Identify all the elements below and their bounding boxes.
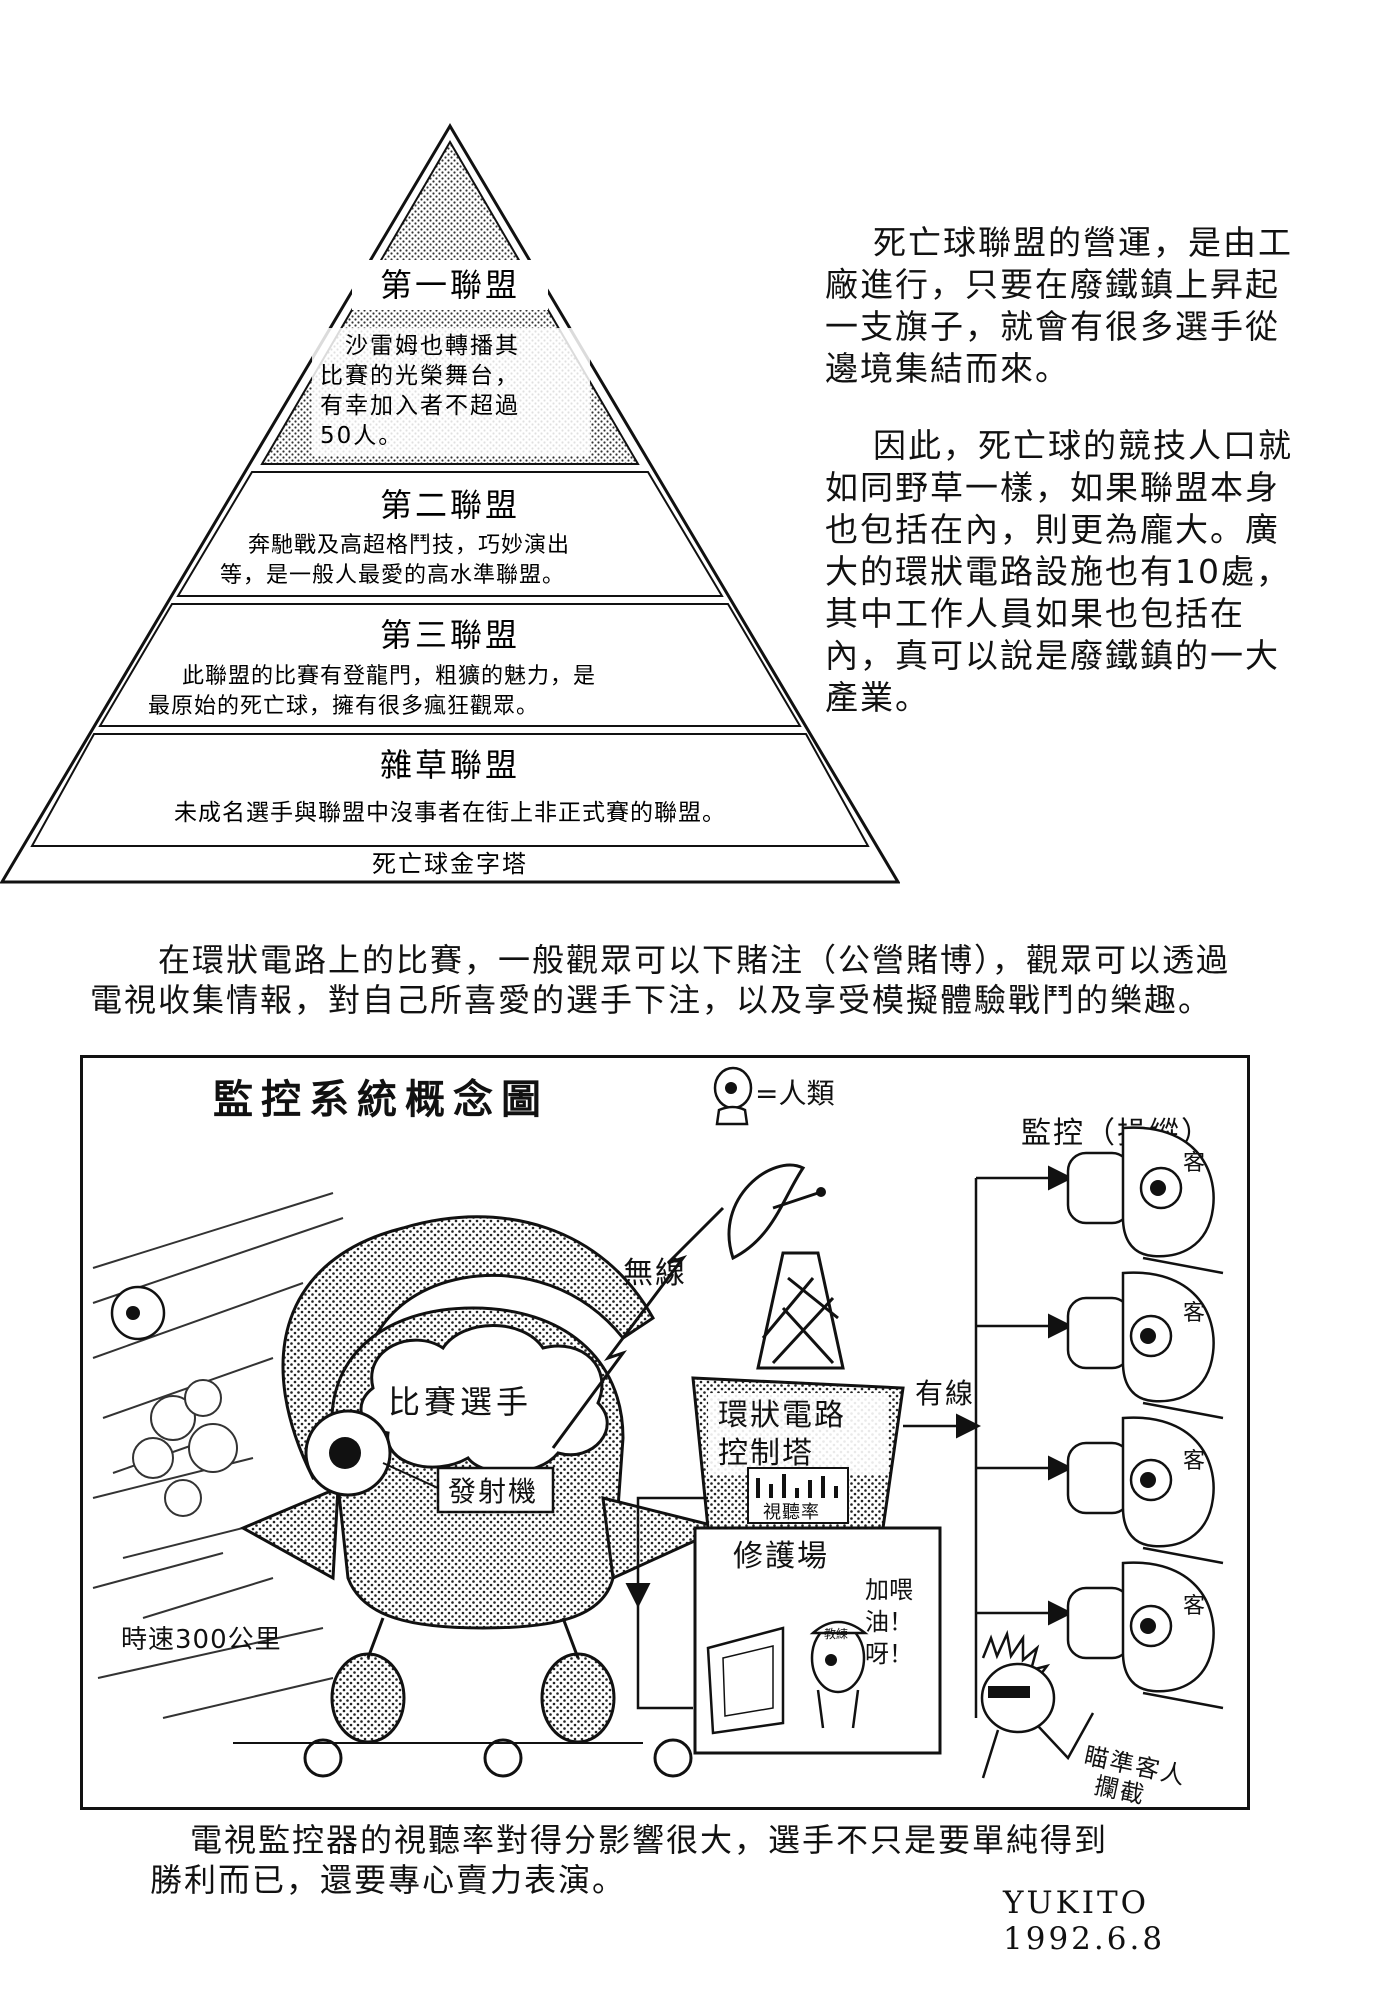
speed-label: 時速300公里	[121, 1625, 282, 1655]
tv-monitor-icon	[706, 1626, 785, 1735]
spectator-2	[1066, 1271, 1224, 1420]
spectator-1	[1066, 1126, 1224, 1275]
tier-2-line-2: 等，是一般人最愛的高水準聯盟。	[220, 563, 565, 588]
diagram-title: 監控系統概念圖	[213, 1077, 549, 1123]
wired-label: 有線	[915, 1377, 975, 1410]
league-pyramid: 第一聯盟 沙雷姆也轉播其 比賽的光榮舞台， 有幸加入者不超過 50人。 第二聯盟…	[0, 123, 900, 884]
tier-1-line-3: 有幸加入者不超過	[320, 393, 520, 419]
guest-label-1: 客	[1183, 1151, 1205, 1176]
repair-connection	[625, 1496, 708, 1710]
tier-4-line-1: 未成名選手與聯盟中沒事者在街上非正式賽的聯盟。	[174, 800, 726, 826]
coach-cap-text: 教練	[824, 1626, 848, 1641]
player-label: 比賽選手	[388, 1383, 532, 1421]
spectator-figure	[110, 1285, 166, 1341]
monitoring-diagram-art: 監控系統概念圖 =人類 監控（操縱）	[92, 1066, 1224, 1807]
paragraph-betting: 在環狀電路上的比賽，一般觀眾可以下賭注（公營賭博），觀眾可以透過電視收集情報，對…	[90, 941, 1231, 1019]
paragraph-ratings: 電視監控器的視聽率對得分影響很大，選手不只是要單純得到勝利而已，還要專心賣力表演…	[150, 1821, 1109, 1899]
tier-3-line-2: 最原始的死亡球，擁有很多瘋狂觀眾。	[148, 694, 539, 719]
cheer-line-3: 呀！	[865, 1640, 913, 1668]
tier-2-title: 第二聯盟	[380, 486, 520, 524]
antenna-tower	[756, 1251, 845, 1370]
spectator-3	[1066, 1416, 1224, 1565]
paragraph-competitor-population: 因此，死亡球的競技人口就如同野草一樣，如果聯盟本身也包括在內，則更為龐大。廣大的…	[825, 426, 1293, 717]
tier-4-title: 雜草聯盟	[380, 746, 520, 784]
tower-label-2: 控制塔	[718, 1436, 814, 1471]
paragraph-league-operation: 死亡球聯盟的營運，是由工廠進行，只要在廢鐵鎮上昇起一支旗子，就會有很多選手從邊境…	[825, 223, 1293, 388]
wired-connection	[903, 1165, 1073, 1718]
legend-label: =人類	[755, 1077, 834, 1110]
tier-4-shape	[30, 733, 870, 847]
tier-1-line-2: 比賽的光榮舞台，	[320, 363, 520, 389]
tier-1-line-4: 50人。	[320, 423, 403, 449]
tier-1-line-1: 沙雷姆也轉播其	[345, 333, 520, 359]
satellite-dish-icon	[727, 1163, 826, 1261]
ratings-label: 視聽率	[763, 1502, 820, 1523]
signature-name: YUKITO	[1003, 1885, 1150, 1921]
pyramid-caption: 死亡球金字塔	[372, 850, 528, 878]
interceptor-figure	[980, 1629, 1095, 1779]
wireless-label: 無線	[623, 1256, 687, 1291]
guest-label-3: 客	[1183, 1449, 1205, 1474]
repair-label: 修護場	[733, 1539, 829, 1574]
tier-1-title: 第一聯盟	[380, 266, 520, 304]
guest-label-2: 客	[1183, 1301, 1205, 1326]
tier-3-title: 第三聯盟	[380, 616, 520, 654]
tier-2-shape	[176, 471, 724, 597]
ratings-chart-icon	[747, 1467, 849, 1524]
cheer-line-2: 油！	[865, 1608, 913, 1636]
guest-label-4: 客	[1183, 1594, 1205, 1619]
signature-date: 1992.6.8	[1003, 1921, 1166, 1957]
monitoring-diagram: 監控系統概念圖 =人類 監控（操縱）	[80, 1055, 1250, 1810]
transmitter-box	[436, 1466, 555, 1514]
transmitter-label: 發射機	[448, 1475, 538, 1508]
smoke-cloud	[132, 1379, 238, 1517]
cheer-line-1: 加喂	[865, 1576, 913, 1604]
wireless-signal	[551, 1206, 725, 1449]
tower-label-1: 環狀電路	[718, 1398, 846, 1433]
tier-2-line-1: 奔馳戰及高超格鬥技，巧妙演出	[248, 533, 570, 558]
spectator-4	[1066, 1561, 1224, 1710]
signature-block: YUKITO 1992.6.8	[1003, 1885, 1203, 1957]
tier-3-line-1: 此聯盟的比賽有登龍門，粗獷的魅力，是	[182, 664, 596, 689]
tier-3-shape	[98, 603, 802, 727]
coach-figure	[809, 1620, 869, 1729]
human-icon	[713, 1066, 753, 1126]
